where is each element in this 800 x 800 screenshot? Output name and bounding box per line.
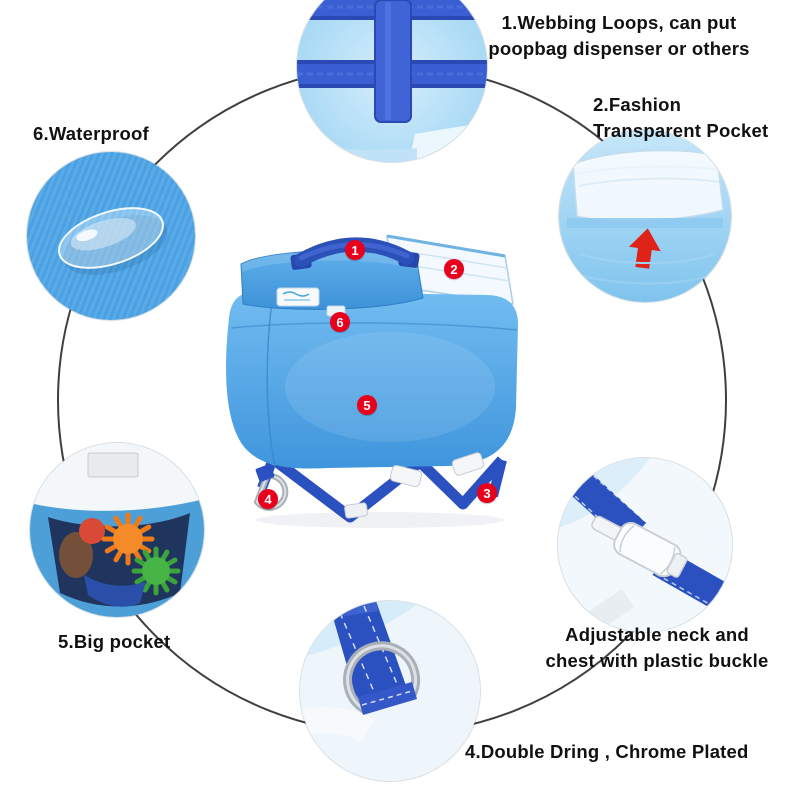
backpack-body (226, 291, 518, 469)
chrome-d-ring (343, 641, 421, 714)
label-webbing-line1: 1.Webbing Loops, can put (501, 12, 737, 33)
plastic-buckle (591, 515, 688, 578)
callout-d-ring (300, 601, 480, 781)
d-ring-photo (300, 601, 480, 781)
label-buckle-line1: Adjustable neck and (565, 624, 749, 645)
callout-buckle (558, 458, 732, 632)
label-buckle-line2: chest with plastic buckle (545, 650, 769, 671)
label-buckle: Adjustable neck and chest with plastic b… (534, 622, 780, 674)
label-pocket-line1: 2.Fashion (593, 94, 682, 115)
label-transparent-pocket: 2.Fashion Transparent Pocket (593, 92, 768, 144)
callout-waterproof (27, 152, 195, 320)
callout-transparent-pocket (559, 130, 731, 302)
label-d-ring: 4.Double Dring , Chrome Plated (465, 741, 749, 762)
webbing-loop-vertical (374, 0, 412, 123)
feature-marker-1: 1 (345, 240, 365, 260)
water-droplet (58, 207, 168, 275)
feature-marker-2: 2 (444, 259, 464, 279)
label-webbing-loops: 1.Webbing Loops, can put poopbag dispens… (458, 10, 780, 62)
transparent-pocket-photo (559, 130, 731, 302)
feature-marker-4: 4 (258, 489, 278, 509)
waterproof-photo (58, 207, 168, 275)
feature-marker-5: 5 (357, 395, 377, 415)
callout-big-pocket (30, 443, 204, 617)
backpack-strap-buckles (344, 452, 485, 519)
label-waterproof: 6.Waterproof (33, 123, 149, 144)
callout-webbing-loops (297, 0, 487, 162)
label-big-pocket: 5.Big pocket (58, 631, 171, 652)
label-webbing-line2: poopbag dispenser or others (488, 38, 750, 59)
red-arrow-icon (629, 228, 661, 269)
feature-marker-6: 6 (330, 312, 350, 332)
spiky-ball-orange (101, 512, 155, 566)
big-pocket-photo (30, 443, 204, 617)
feature-marker-3: 3 (477, 483, 497, 503)
label-pocket-line2: Transparent Pocket (593, 120, 769, 141)
webbing-loops-photo (297, 0, 487, 162)
spiky-ball-green (131, 546, 181, 596)
buckle-photo (558, 458, 732, 632)
